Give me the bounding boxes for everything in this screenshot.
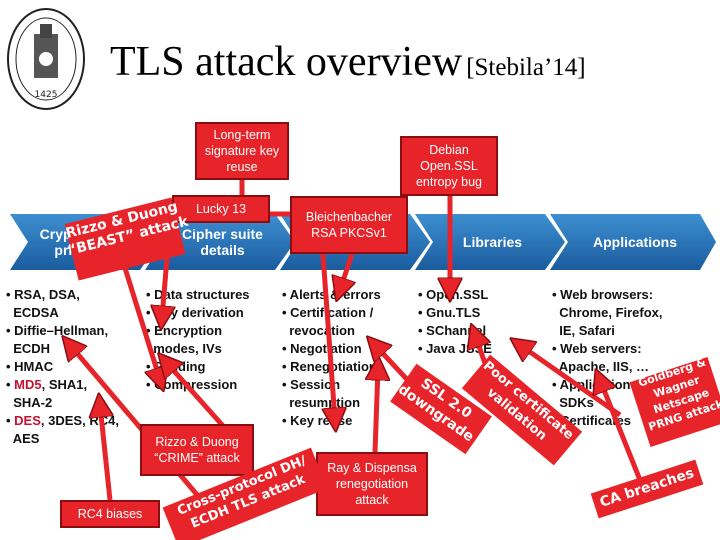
attack-bleichenbacher: Bleichenbacher RSA PKCSv1 (290, 196, 408, 254)
column-item: • Web browsers: Chrome, Firefox, IE, Saf… (552, 287, 663, 338)
arrow-beast-modes (122, 267, 160, 380)
column-cipher-suite: • Data structures• Key derivation• Encry… (146, 286, 281, 394)
university-seal-icon: 1425 (7, 8, 85, 110)
column-primitives: • RSA, DSA, ECDSA• Diffie–Hellman, ECDH•… (6, 286, 141, 448)
arrow-ray-renegotiation (375, 368, 378, 453)
stage-chevron-2 (145, 214, 295, 270)
seal-year: 1425 (35, 90, 58, 100)
arrow-bleichenbacher (340, 253, 352, 290)
arrow-ca-breaches (600, 380, 643, 481)
arrow-crime-compression (166, 362, 234, 438)
title-reference: [Stebila’14] (466, 54, 586, 81)
stage-label-libraries: Libraries (462, 234, 523, 250)
column-item: • MD5, SHA1, SHA-2 (6, 377, 88, 410)
stage-label-applications: Applications (592, 234, 677, 250)
stage-chevron-5 (550, 214, 716, 270)
arrow-goldberg (520, 345, 622, 418)
column-item: • HMAC (6, 359, 54, 374)
attack-ray-dispensa: Ray & Dispensa renegotiation attack (316, 452, 428, 516)
column-item: • Gnu.TLS (418, 305, 481, 320)
column-item: • Session resumption (282, 377, 361, 410)
attack-rc4-biases: RC4 biases (60, 500, 160, 528)
column-item: • RSA, DSA, ECDSA (6, 287, 80, 320)
arrow-rc4 (100, 405, 110, 501)
slide-title: TLS attack overview [Stebila’14] (110, 38, 586, 86)
attack-lucky13: Lucky 13 (172, 195, 270, 223)
stage-label-cipher-suite: Cipher suite details (182, 226, 263, 258)
attack-longterm-key-reuse: Long-term signature key reuse (195, 122, 289, 180)
column-item: • Negotiation (282, 341, 362, 356)
attack-crime: Rizzo & Duong “CRIME” attack (140, 424, 254, 476)
attack-debian-entropy: Debian Open.SSL entropy bug (400, 136, 498, 196)
title-main: TLS attack overview (110, 39, 463, 85)
